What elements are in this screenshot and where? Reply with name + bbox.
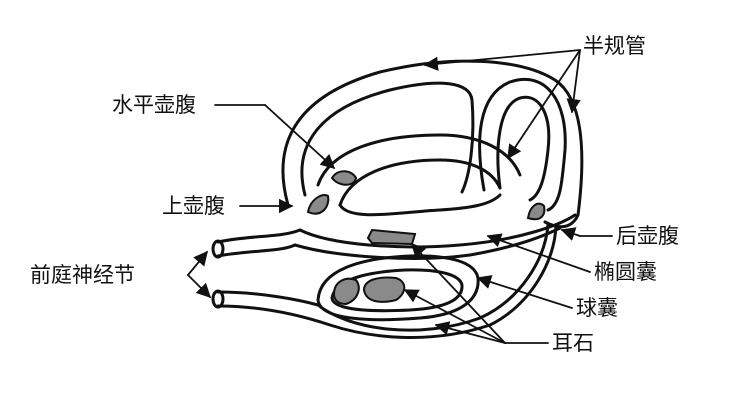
utricle-macula xyxy=(366,228,417,246)
vestibular-nerve xyxy=(211,223,558,340)
label-posterior-ampulla: 后壶腹 xyxy=(616,224,679,248)
horizontal-canal-inner xyxy=(338,158,502,207)
leader-otolith-2 xyxy=(403,289,506,344)
horizontal-ampulla-crista xyxy=(330,170,358,186)
nerve-end-lower xyxy=(211,289,225,309)
sensory-patches xyxy=(306,170,546,306)
horizontal-canal-outer xyxy=(316,133,522,187)
nerve-lower-branch xyxy=(216,223,550,332)
label-utricle: 椭圆囊 xyxy=(594,260,657,284)
posterior-canal-outer xyxy=(478,77,567,212)
posterior-ampulla-crista xyxy=(526,202,546,221)
label-saccule: 球囊 xyxy=(576,296,618,320)
posterior-canal-inner xyxy=(496,95,551,202)
label-semicircular-canals: 半规管 xyxy=(583,34,646,58)
leader-utricle xyxy=(486,233,591,273)
leader-posterior-ampulla-2 xyxy=(560,227,581,241)
horizontal-canal-return xyxy=(338,193,502,217)
nerve-end-upper xyxy=(211,239,225,259)
leader-saccule xyxy=(476,275,573,309)
canal-inner-outline xyxy=(300,81,475,197)
vestibule-lower-outline xyxy=(293,226,562,260)
leader-lines xyxy=(187,49,613,344)
semicircular-canals xyxy=(281,59,584,229)
label-otolith: 耳石 xyxy=(552,331,594,355)
leader-horizontal-ampulla-2 xyxy=(264,104,336,169)
label-superior-ampulla: 上壶腹 xyxy=(162,194,225,218)
canal-outer-outline xyxy=(281,59,584,229)
leader-canals-2 xyxy=(507,49,581,160)
superior-ampulla-crista xyxy=(306,194,330,215)
leader-ganglion-1 xyxy=(187,250,208,276)
label-horizontal-ampulla: 水平壶腹 xyxy=(112,93,196,117)
utricle-structure xyxy=(293,213,577,260)
saccule-macula-left xyxy=(332,277,360,306)
nerve-lower-branch-inner xyxy=(216,223,558,340)
saccule-inner-outline xyxy=(330,268,464,313)
leader-otolith-3 xyxy=(434,321,506,344)
vestibule-outline xyxy=(298,213,577,249)
saccule-macula-right xyxy=(362,276,406,303)
label-vestibular-ganglion: 前庭神经节 xyxy=(30,263,135,287)
leader-ganglion-2 xyxy=(187,274,212,299)
nerve-upper-branch xyxy=(216,228,302,258)
leader-canals-3 xyxy=(566,49,581,114)
leader-canals-1 xyxy=(423,49,581,71)
leader-otolith-1 xyxy=(411,242,506,344)
